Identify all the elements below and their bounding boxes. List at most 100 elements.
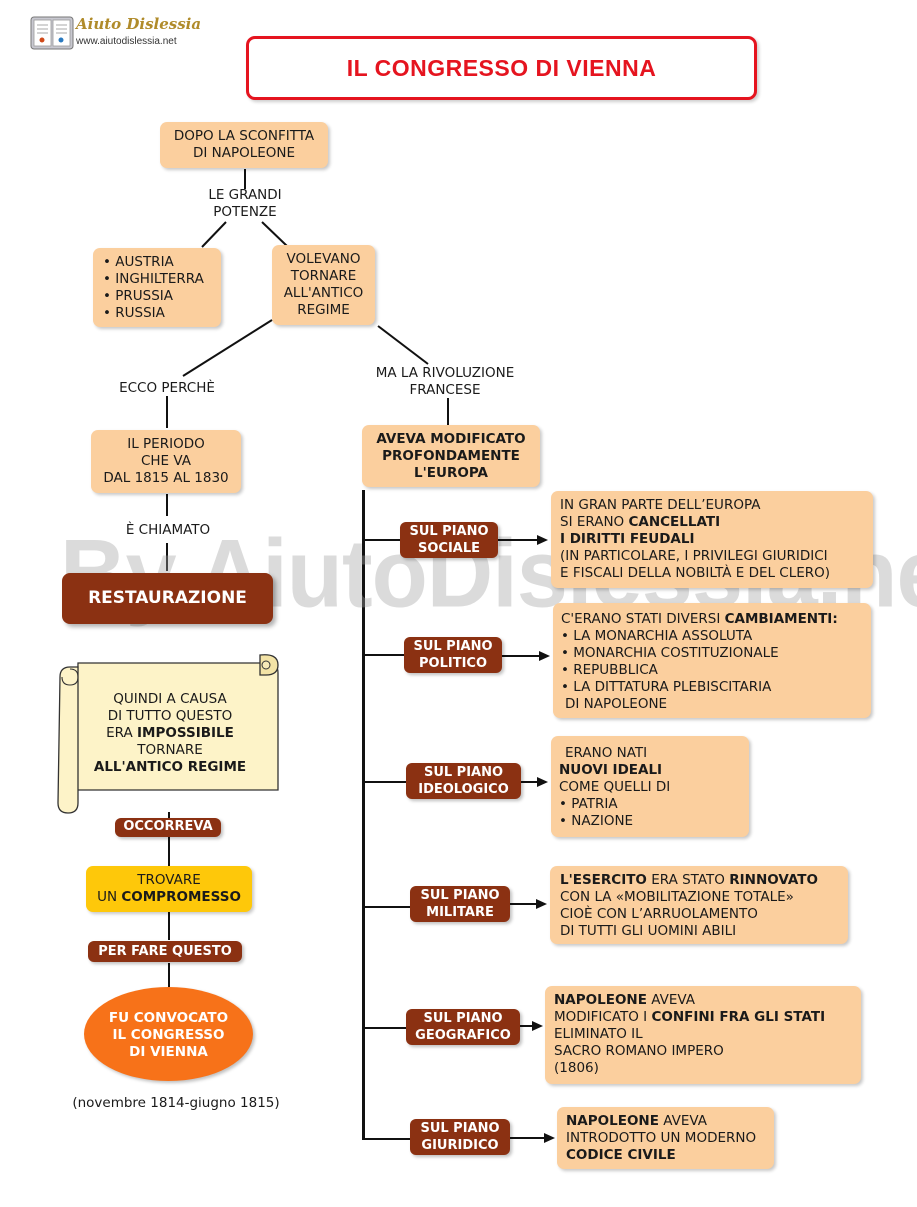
connector-line bbox=[168, 912, 170, 940]
defeat-line: DOPO LA SCONFITTA bbox=[173, 128, 315, 144]
powers-label-line: POTENZE bbox=[213, 204, 277, 220]
connector-line bbox=[447, 398, 449, 426]
connector-line bbox=[166, 494, 168, 516]
wanted-line: TORNARE bbox=[290, 268, 357, 284]
military-line: DI TUTTI GLI UOMINI ABILI bbox=[560, 923, 737, 939]
power-item: • RUSSIA bbox=[103, 305, 165, 321]
wanted-line: VOLEVANO bbox=[286, 251, 361, 267]
powers-list-box: • AUSTRIA • INGHILTERRA • PRUSSIA • RUSS… bbox=[93, 248, 221, 327]
congress-ellipse: FU CONVOCATO IL CONGRESSO DI VIENNA bbox=[84, 987, 253, 1081]
powers-label: LE GRANDI POTENZE bbox=[190, 187, 300, 221]
defeat-line: DI NAPOLEONE bbox=[192, 145, 296, 161]
juridical-text-bold: NAPOLEONE bbox=[566, 1113, 659, 1129]
political-line: • MONARCHIA COSTITUZIONALE bbox=[561, 645, 779, 661]
connector-line bbox=[166, 396, 168, 428]
plane-label-juridical: SUL PIANO GIURIDICO bbox=[410, 1119, 510, 1155]
wanted-line: REGIME bbox=[297, 302, 350, 318]
congress-dates: (novembre 1814-giugno 1815) bbox=[72, 1095, 280, 1111]
period-line: IL PERIODO bbox=[127, 436, 205, 452]
congress-line: DI VIENNA bbox=[129, 1044, 208, 1060]
scroll-text: QUINDI A CAUSA DI TUTTO QUESTO ERA IMPOS… bbox=[80, 691, 260, 776]
spine-line bbox=[362, 490, 365, 1140]
political-line: C'ERANO STATI DIVERSI CAMBIAMENTI: bbox=[561, 611, 871, 628]
changed-line: L'EUROPA bbox=[414, 465, 488, 481]
connector-line bbox=[244, 169, 246, 189]
ideological-line: • NAZIONE bbox=[559, 813, 634, 829]
title-box: IL CONGRESSO DI VIENNA bbox=[246, 36, 757, 100]
social-text-bold: I DIRITTI FEUDALI bbox=[560, 531, 695, 547]
plane-label-social: SUL PIANO SOCIALE bbox=[400, 522, 498, 558]
plane-label-geographic: SUL PIANO GEOGRAFICO bbox=[406, 1009, 520, 1045]
military-text-part: ERA STATO bbox=[646, 872, 730, 888]
geographic-line: ELIMINATO IL bbox=[554, 1026, 643, 1042]
juridical-box: NAPOLEONE AVEVA INTRODOTTO UN MODERNO CO… bbox=[557, 1107, 774, 1169]
logo-book-icon bbox=[30, 16, 74, 50]
but-label-line: FRANCESE bbox=[409, 382, 481, 398]
page-title: IL CONGRESSO DI VIENNA bbox=[346, 55, 657, 81]
plane-label-political: SUL PIANO POLITICO bbox=[404, 637, 502, 673]
logo-url: www.aiutodislessia.net bbox=[76, 36, 177, 47]
scroll-line: ALL'ANTICO REGIME bbox=[80, 759, 260, 776]
plane-label-line: SUL PIANO bbox=[413, 639, 493, 654]
connector-line bbox=[168, 812, 170, 820]
social-text-part: SI ERANO bbox=[560, 514, 629, 530]
changed-box: AVEVA MODIFICATO PROFONDAMENTE L'EUROPA bbox=[362, 425, 540, 487]
defeat-box: DOPO LA SCONFITTA DI NAPOLEONE bbox=[160, 122, 328, 168]
military-line: CON LA «MOBILITAZIONE TOTALE» bbox=[560, 889, 794, 905]
plane-label-line: GIURIDICO bbox=[421, 1138, 499, 1153]
plane-label-line: SUL PIANO bbox=[409, 524, 489, 539]
plane-label-ideological: SUL PIANO IDEOLOGICO bbox=[406, 763, 521, 799]
political-box: C'ERANO STATI DIVERSI CAMBIAMENTI: • LA … bbox=[553, 603, 871, 718]
called-label: È CHIAMATO bbox=[125, 522, 211, 538]
but-label: MA LA RIVOLUZIONE FRANCESE bbox=[360, 365, 530, 399]
political-line: • LA DITTATURA PLEBISCITARIA bbox=[561, 679, 772, 695]
geographic-line: SACRO ROMANO IMPERO bbox=[554, 1043, 724, 1059]
plane-label-line: SOCIALE bbox=[417, 541, 481, 556]
to-do-tag: PER FARE QUESTO bbox=[88, 941, 242, 962]
geographic-text-bold: CONFINI FRA GLI STATI bbox=[651, 1009, 826, 1025]
social-text-bold: CANCELLATI bbox=[628, 514, 721, 530]
social-line: (IN PARTICOLARE, I PRIVILEGI GIURIDICI bbox=[560, 548, 828, 564]
military-text-bold: RINNOVATO bbox=[729, 872, 818, 888]
ideological-text-bold: NUOVI IDEALI bbox=[559, 762, 663, 778]
ideological-line: COME QUELLI DI bbox=[559, 779, 671, 795]
connector-line bbox=[166, 543, 168, 571]
branch-line bbox=[364, 781, 406, 783]
connector-line bbox=[168, 837, 170, 867]
branch-line bbox=[364, 1138, 410, 1140]
political-text-bold: CAMBIAMENTI: bbox=[724, 611, 838, 627]
plane-label-military: SUL PIANO MILITARE bbox=[410, 886, 510, 922]
military-line: CIOÈ CON L’ARRUOLAMENTO bbox=[560, 906, 758, 922]
geographic-box: NAPOLEONE AVEVA MODIFICATO I CONFINI FRA… bbox=[545, 986, 861, 1084]
ideological-line: NUOVI IDEALI bbox=[559, 762, 749, 779]
geographic-text-bold: NAPOLEONE bbox=[554, 992, 647, 1008]
scroll-text-bold: ALL'ANTICO REGIME bbox=[93, 759, 247, 775]
power-item: • INGHILTERRA bbox=[103, 271, 204, 287]
juridical-text-part: AVEVA bbox=[658, 1113, 707, 1129]
congress-text: FU CONVOCATO IL CONGRESSO DI VIENNA bbox=[84, 987, 253, 1061]
military-text-bold: L'ESERCITO bbox=[560, 872, 647, 888]
scroll-text-bold: IMPOSSIBILE bbox=[137, 725, 234, 741]
branch-line bbox=[364, 906, 410, 908]
logo-name: Aiuto Dislessia bbox=[76, 15, 202, 33]
ideological-line: • PATRIA bbox=[559, 796, 618, 812]
social-line: E FISCALI DELLA NOBILTÀ E DEL CLERO) bbox=[560, 565, 831, 581]
political-line: • LA MONARCHIA ASSOLUTA bbox=[561, 628, 753, 644]
geographic-text-part: AVEVA bbox=[646, 992, 695, 1008]
logo[interactable]: Aiuto Dislessia www.aiutodislessia.net bbox=[30, 14, 201, 54]
juridical-line: CODICE CIVILE bbox=[566, 1147, 774, 1164]
social-line: IN GRAN PARTE DELL’EUROPA bbox=[560, 497, 761, 513]
compromise-box: TROVARE UN COMPROMESSO bbox=[86, 866, 252, 912]
compromise-line: UN COMPROMESSO bbox=[86, 889, 252, 906]
compromise-text-bold: COMPROMESSO bbox=[121, 889, 241, 905]
plane-label-line: MILITARE bbox=[426, 905, 494, 920]
geographic-text-part: MODIFICATO I bbox=[554, 1009, 652, 1025]
scroll-line: DI TUTTO QUESTO bbox=[107, 708, 233, 724]
plane-label-line: POLITICO bbox=[419, 656, 487, 671]
military-box: L'ESERCITO ERA STATO RINNOVATO CON LA «M… bbox=[550, 866, 848, 944]
plane-label-line: SUL PIANO bbox=[420, 888, 500, 903]
connector-line bbox=[168, 963, 170, 987]
plane-label-line: SUL PIANO bbox=[423, 765, 504, 780]
